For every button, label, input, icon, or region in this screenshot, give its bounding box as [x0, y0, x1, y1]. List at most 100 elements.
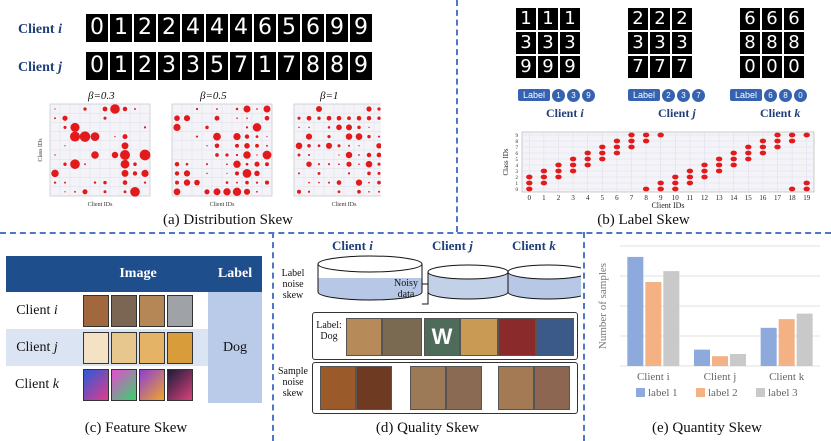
mnist-digit: 6: [254, 14, 276, 42]
bubble-point: [93, 181, 97, 184]
label-skew-point: [672, 186, 679, 192]
x-tick-label: 5: [601, 194, 605, 202]
label-skew-point: [803, 180, 810, 186]
flower-photo: [536, 318, 574, 356]
mnist-digit: 3: [672, 32, 692, 54]
noisy-horse-1: [410, 366, 446, 410]
dog-cartoon-4: [167, 331, 193, 364]
bubble-point: [254, 161, 260, 167]
label-number-badge: 3: [567, 88, 581, 102]
bubble-point: [64, 191, 66, 193]
bubble-point: [366, 152, 372, 158]
bubble-point: [337, 190, 341, 194]
mnist-digit: 1: [560, 8, 580, 30]
y-tick-label: 1: [516, 182, 519, 187]
label-skew-point: [686, 180, 694, 186]
bubble-point: [110, 104, 120, 114]
label-skew-point: [599, 144, 606, 150]
bubble-point: [377, 162, 381, 166]
bubble-point: [326, 115, 332, 121]
bubble-point: [242, 168, 252, 178]
bubble-point: [327, 181, 331, 184]
mnist-digit: 2: [650, 8, 670, 30]
bubble-point: [185, 162, 189, 166]
y-tick-label: 4: [516, 164, 519, 169]
dog-art-2: [111, 368, 137, 401]
mnist-digit: 3: [158, 52, 180, 80]
mnist-digit: 2: [158, 14, 180, 42]
bubble-point: [183, 115, 191, 122]
legend-swatch: [636, 388, 645, 397]
bubble-xlabel: Client IDs: [332, 202, 357, 208]
quantity-bar: [712, 356, 728, 366]
dog-art-4: [167, 368, 193, 401]
mnist-digit: 4: [206, 14, 228, 42]
bubble-point: [356, 115, 362, 121]
quality-client-k: Client k: [512, 238, 556, 253]
label-pill: Label: [730, 89, 763, 101]
label-noise-skew: Label noise skew: [281, 268, 305, 301]
label-skew-point: [526, 186, 533, 192]
mnist-digit: 2: [134, 52, 156, 80]
bubble-point: [121, 169, 129, 177]
label-pill: Label: [628, 89, 661, 101]
bubble-point: [122, 106, 128, 112]
mnist-digit: 3: [182, 52, 204, 80]
mnist-digit: 3: [560, 32, 580, 54]
x-tick-label: 7: [630, 194, 634, 202]
bubble-point: [297, 116, 301, 120]
bubble-point: [195, 107, 199, 111]
mnist-digit: 8: [762, 32, 782, 54]
bubble-point: [308, 181, 310, 184]
bubble-point: [111, 151, 119, 159]
label-number-badge: 7: [692, 88, 706, 102]
mnist-digit: 8: [740, 32, 760, 54]
bubble-point: [256, 190, 258, 193]
label-skew-client-k: Client k: [760, 106, 801, 120]
bubble-point: [183, 170, 191, 177]
bubble-point: [122, 180, 128, 185]
quantity-bar: [663, 271, 680, 366]
mnist-digit: 7: [672, 56, 692, 78]
horse-photo-1: [320, 366, 356, 410]
x-tick-label: 13: [716, 194, 724, 202]
bubble-point: [355, 133, 363, 140]
bubble-point: [327, 163, 331, 166]
dog-photo-1: [83, 294, 109, 327]
bubble-point: [255, 135, 259, 138]
mnist-digit: 0: [86, 52, 108, 80]
bubble-point: [358, 163, 360, 165]
category-label: Client i: [637, 371, 670, 383]
bubble-point: [213, 132, 221, 141]
legend-label: label 3: [768, 387, 798, 399]
mnist-digit: 5: [278, 14, 300, 42]
quantity-bar: [730, 354, 746, 366]
label-skew-point: [540, 180, 548, 186]
x-tick-label: 12: [701, 194, 709, 202]
mnist-digit: 6: [762, 8, 782, 30]
bubble-point: [377, 171, 381, 175]
label-skew-point: [759, 138, 767, 144]
label-skew-point: [672, 180, 679, 186]
mnist-digit: 9: [560, 56, 580, 78]
mnist-digit: 0: [762, 56, 782, 78]
bubble-point: [103, 180, 107, 185]
mnist-digit: 9: [516, 56, 536, 78]
bubble-point: [336, 115, 342, 121]
images-client-i: [68, 292, 208, 329]
bubble-point: [204, 189, 210, 195]
bubble-point: [376, 152, 381, 158]
label-skew-point: [730, 150, 737, 156]
label-skew-point: [730, 156, 737, 162]
label-skew-point: [657, 132, 664, 138]
letter-w-photo: W: [424, 318, 460, 356]
bubble-point: [114, 135, 116, 138]
bubble-point: [83, 107, 87, 111]
mnist-digit: 4: [230, 14, 252, 42]
quantity-bar: [760, 327, 777, 366]
mnist-digit: 3: [538, 32, 558, 54]
bubble-point: [133, 162, 137, 166]
label-dog: Dog: [208, 292, 262, 403]
row-client-k: Client k: [15, 376, 59, 392]
